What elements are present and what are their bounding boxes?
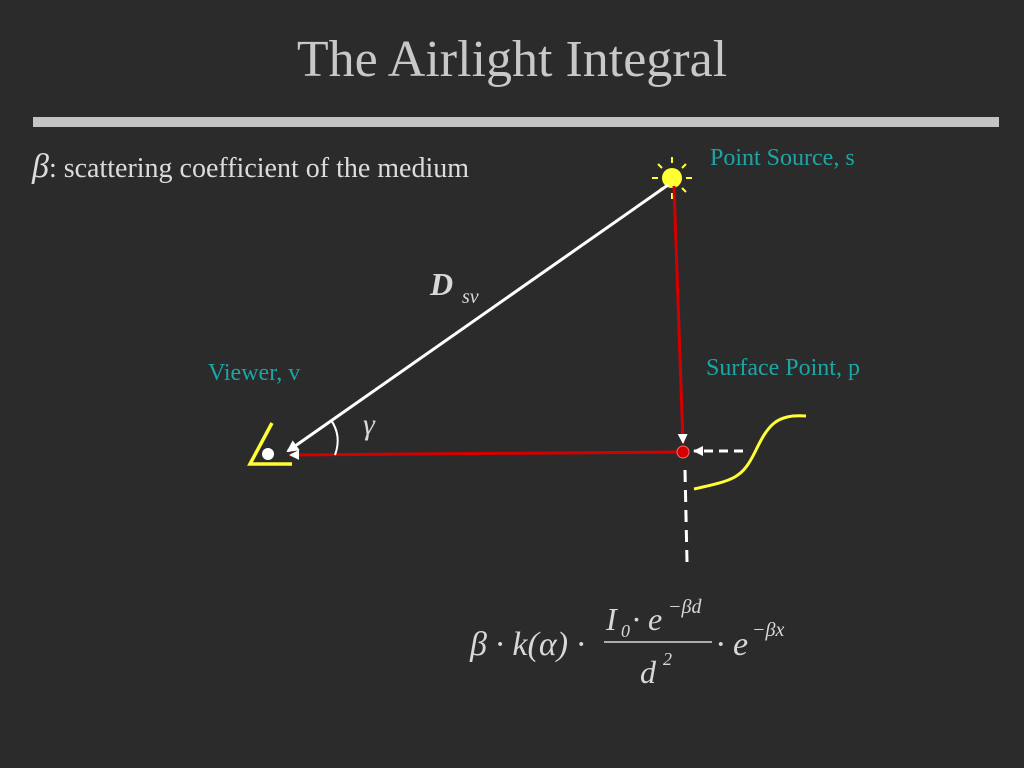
formula-tail: · e <box>716 626 748 663</box>
surface-to-viewer-ray <box>289 449 679 460</box>
formula-denominator-exponent: 2 <box>663 649 672 669</box>
angle-arc <box>330 419 339 456</box>
viewer-label: Viewer, v <box>208 360 301 386</box>
formula-numerator-exponent: −βd <box>668 596 702 618</box>
surface-curve <box>693 414 807 491</box>
surface-point-label: Surface Point, p <box>706 355 860 381</box>
formula-numerator-i: I <box>605 601 618 637</box>
source-to-viewer-ray <box>286 183 669 453</box>
beta-symbol: β <box>32 148 49 185</box>
surface-normal-dashed <box>683 469 689 563</box>
angle-label: γ <box>363 408 376 441</box>
formula-denominator: d <box>640 654 657 690</box>
point-source-label: Point Source, s <box>710 145 855 171</box>
beta-definition-text: : scattering coefficient of the medium <box>48 153 470 184</box>
distance-subscript: sv <box>462 286 479 308</box>
airlight-formula: β · k(α) · I 0 · e −βd d 2 · e −βx <box>469 596 784 690</box>
formula-numerator-i-subscript: 0 <box>621 621 630 641</box>
source-to-surface-ray <box>672 185 688 444</box>
slide-title: The Airlight Integral <box>296 31 728 88</box>
eye-icon <box>247 422 292 466</box>
formula-numerator-exp-base: · e <box>632 601 662 637</box>
title-divider <box>33 117 999 127</box>
formula-lead: β · k(α) · <box>469 626 585 663</box>
surface-point-marker <box>676 445 690 459</box>
distance-label: D <box>429 266 453 302</box>
beta-definition: β: scattering coefficient of the medium <box>32 148 469 186</box>
formula-tail-exponent: −βx <box>752 619 784 641</box>
